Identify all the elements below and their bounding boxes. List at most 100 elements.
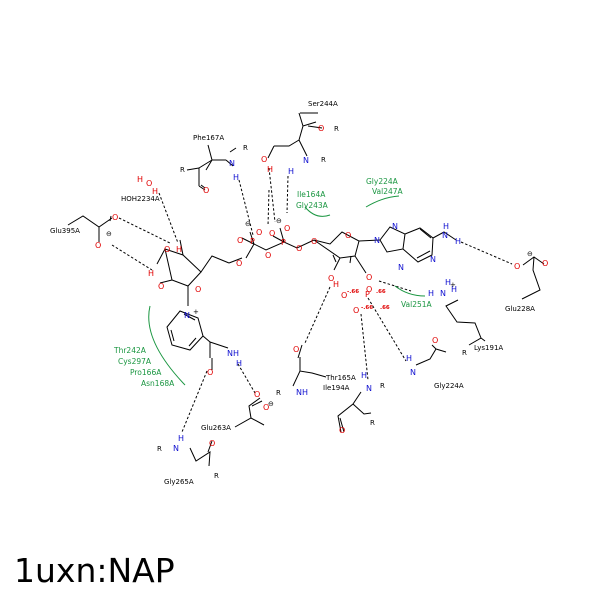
atom-label-o: O — [256, 228, 262, 237]
atom-label-n: N — [374, 236, 380, 245]
atom-label-o: O — [293, 345, 299, 354]
label-gly224-top: Gly224A — [366, 177, 399, 186]
atom-label-h: H — [152, 187, 158, 196]
atom-label-o: O — [339, 426, 345, 435]
atom-label-r: R — [462, 349, 467, 357]
atom-label-o: O — [542, 259, 548, 268]
atom-label-h: H — [455, 237, 461, 246]
atom-label-h: H — [443, 222, 449, 231]
label-thr242: Thr242A — [113, 346, 147, 355]
page-title: 1uxn:NAP — [14, 551, 175, 590]
atom-label-o: O — [269, 229, 275, 238]
atom-label-n: N — [440, 289, 446, 298]
label-lys191: Lys191A — [474, 344, 503, 352]
atom-label-n: N — [303, 156, 309, 165]
distance-label: -.66 — [347, 289, 359, 295]
atom-label-o: O — [296, 244, 302, 253]
label-ile164: Ile164A — [297, 190, 326, 199]
atom-label-r: R — [334, 125, 339, 133]
atom-label-o: O — [366, 285, 372, 294]
label-phe167: Phe167A — [193, 134, 224, 142]
atom-label-r: R — [276, 389, 281, 397]
atom-label-h: H — [361, 371, 367, 380]
label-asn168: Asn168A — [141, 379, 175, 388]
atom-label-p: P — [250, 237, 255, 246]
distance-label: -.66 — [361, 305, 373, 311]
atom-label-h: H — [267, 165, 273, 174]
atom-label-o: O — [345, 231, 351, 240]
atom-label-h: H — [176, 245, 182, 254]
atom-label-r: R — [380, 382, 385, 390]
atom-label-n: N — [366, 384, 372, 393]
atom-label-h: H — [428, 289, 434, 298]
label-glu263: Glu263A — [201, 424, 231, 432]
atom-label-h: H — [137, 175, 143, 184]
atom-label-n: N — [229, 159, 235, 168]
atom-label-o: O — [237, 236, 243, 245]
atom-label-o: O — [514, 262, 520, 271]
atom-label-h: H — [178, 434, 184, 443]
atom-label-o: O — [261, 155, 267, 164]
atom-label-o: O — [209, 439, 215, 448]
atom-label-o: O — [318, 124, 324, 133]
atom-label-minus: ⊖ — [245, 220, 251, 228]
atom-label-h: H — [148, 269, 154, 278]
atom-label-n: N — [398, 263, 404, 272]
atom-label-o: O — [236, 259, 242, 268]
atom-label-o: O — [432, 336, 438, 345]
residue-labels: Ser244A Phe167A HOH2234A Glu395A Ile164A… — [50, 100, 535, 486]
atom-label-o: O — [146, 179, 152, 188]
atom-label-r: R — [370, 419, 375, 427]
atom-label-plus: + — [193, 308, 199, 316]
atom-label-h: H — [406, 354, 412, 363]
label-thr165: Thr165A — [325, 374, 356, 382]
label-ser244: Ser244A — [308, 100, 338, 108]
atom-label-r: R — [214, 472, 219, 480]
atom-label-h: H — [236, 359, 242, 368]
atom-label-o: O — [158, 282, 164, 291]
atom-label-o: O — [341, 291, 347, 300]
atom-label-h: H — [333, 280, 339, 289]
atom-label-n: N — [392, 222, 398, 231]
label-glu228: Glu228A — [505, 305, 535, 313]
label-val247: Val247A — [372, 187, 404, 196]
atom-label-o: O — [263, 403, 269, 412]
label-ile194: Ile194A — [323, 384, 350, 392]
atom-label-o: O — [254, 390, 260, 399]
label-val251: Val251A — [401, 300, 433, 309]
atom-label-o: O — [265, 251, 271, 260]
atom-label-n: N — [184, 311, 190, 320]
atom-label-h: H — [445, 278, 451, 287]
atom-label-h: H — [451, 285, 457, 294]
atom-label-n: N — [442, 231, 448, 240]
hydrogen-bonds — [111, 167, 513, 433]
atom-label-r: R — [157, 445, 162, 453]
atom-labels: O R N R O H H R N R H O H O H O O ⊖ O H … — [95, 124, 548, 480]
atom-label-o: O — [164, 245, 170, 254]
atom-label-o: O — [311, 237, 317, 246]
atom-label-minus: ⊖ — [268, 400, 274, 408]
label-pro166: Pro166A — [130, 368, 162, 377]
atom-label-r: R — [321, 156, 326, 164]
atom-label-h: H — [288, 167, 294, 176]
atom-label-minus: ⊖ — [106, 230, 112, 238]
hydrophobic-arcs — [148, 195, 426, 386]
atom-label-o: O — [203, 186, 209, 195]
atom-label-n: N — [410, 368, 416, 377]
atom-label-h: H — [233, 173, 239, 182]
atom-label-o: O — [366, 273, 372, 282]
atom-label-n: N — [173, 444, 179, 453]
label-gly224-bottom: Gly224A — [434, 382, 464, 390]
atom-label-o: O — [195, 285, 201, 294]
label-glu395: Glu395A — [50, 227, 80, 235]
atom-label-plus: + — [450, 281, 456, 289]
distance-label: .66 — [376, 289, 386, 295]
atom-label-o: O — [328, 274, 334, 283]
atom-label-p: P — [281, 238, 286, 247]
label-hoh2234: HOH2234A — [121, 195, 160, 203]
atom-label-o: O — [284, 224, 290, 233]
atom-label-n: N — [430, 255, 436, 264]
label-gly243: Gly243A — [296, 201, 329, 210]
atom-label-o: O — [112, 213, 118, 222]
